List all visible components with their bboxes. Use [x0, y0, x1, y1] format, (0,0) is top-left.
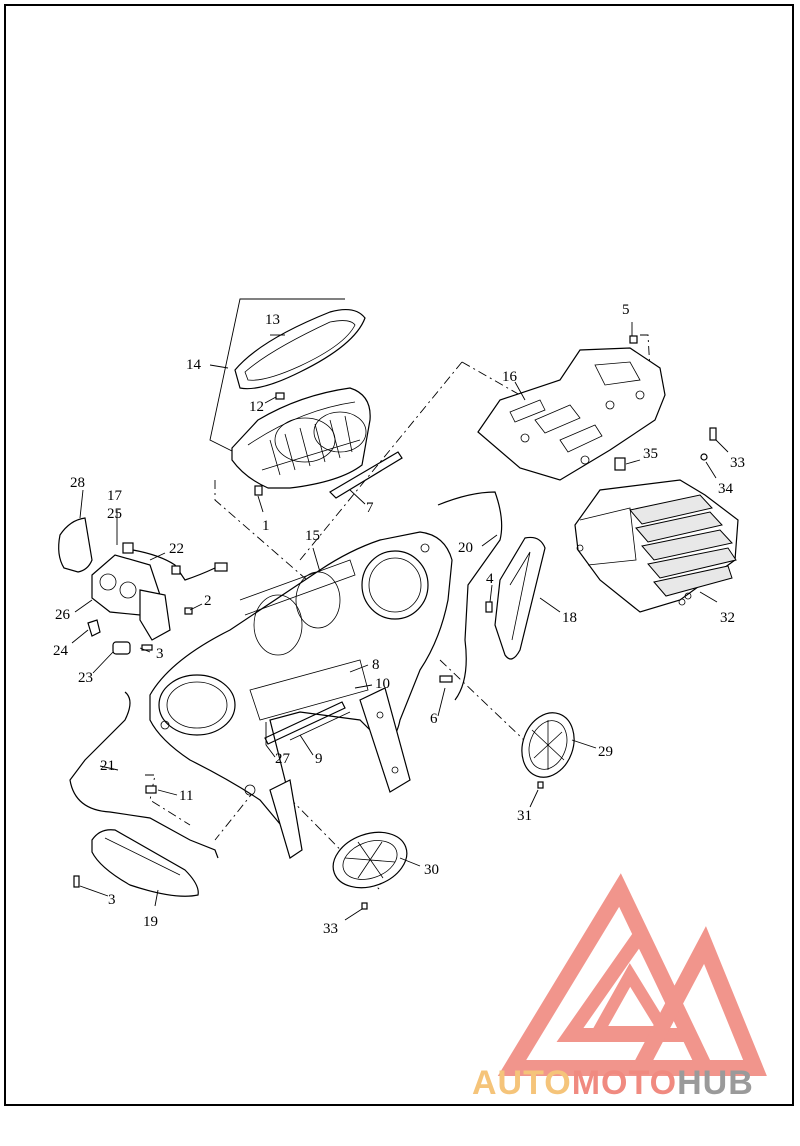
part-8-10-brackets — [359, 687, 411, 793]
part-4-screw — [485, 601, 493, 613]
callout-22: 22 — [169, 541, 184, 557]
part-2-screw — [184, 607, 193, 615]
part-9-strip — [264, 701, 346, 745]
callout-10: 10 — [375, 676, 390, 692]
part-15-inner-fairing — [149, 531, 453, 831]
callout-30: 30 — [424, 862, 439, 878]
callout-24: 24 — [53, 643, 69, 659]
part-34-washer — [700, 453, 708, 461]
part-18-side-panel — [494, 536, 546, 660]
callout-23: 23 — [78, 670, 93, 686]
logo-triangle-right — [626, 926, 767, 1076]
callout-33-bottom: 33 — [323, 921, 338, 937]
logo-auto: AUTO — [472, 1064, 572, 1102]
callout-4: 4 — [486, 571, 494, 587]
part-33-screw-top — [709, 427, 717, 441]
callout-9: 9 — [315, 751, 323, 767]
part-30-speaker-grille — [332, 831, 408, 889]
callout-20: 20 — [458, 540, 473, 556]
callout-13: 13 — [265, 312, 280, 328]
part-12-clip — [275, 392, 285, 400]
part-14-bracket — [209, 298, 345, 456]
callout-35: 35 — [643, 446, 658, 462]
part-7-strip — [329, 451, 403, 499]
callout-7: 7 — [366, 500, 374, 516]
part-29-speaker-grille — [521, 712, 575, 778]
part-22-wire-harness — [122, 542, 228, 581]
part-20-weatherstrip — [437, 491, 503, 701]
part-13-trim — [234, 308, 366, 390]
callout-27: 27 — [275, 751, 291, 767]
part-33-screw-bottom — [361, 902, 368, 910]
callout-31: 31 — [517, 808, 532, 824]
part-35-connector — [614, 457, 626, 471]
callout-26: 26 — [55, 607, 71, 623]
part-32-amplifier — [574, 479, 739, 613]
automotohub-watermark: AUTOMOTOHUB — [472, 873, 767, 1102]
callout-25: 25 — [107, 506, 122, 522]
callout-28: 28 — [70, 475, 85, 491]
part-1-screw — [254, 485, 263, 496]
callout-33-top: 33 — [730, 455, 745, 471]
logo-word-auto: AUTOMOTOHUB — [472, 1064, 754, 1102]
callout-3-lower: 3 — [108, 892, 116, 908]
callout-8: 8 — [372, 657, 380, 673]
callout-2: 2 — [204, 593, 212, 609]
callout-11: 11 — [179, 788, 193, 804]
part-24-clip — [87, 619, 101, 637]
part-16-plate — [477, 347, 666, 481]
part-26-gauge-assembly — [91, 554, 171, 641]
part-31-screw — [537, 781, 544, 789]
callout-21: 21 — [100, 758, 115, 774]
callout-15: 15 — [305, 528, 320, 544]
callout-6: 6 — [430, 711, 438, 727]
callout-19: 19 — [143, 914, 158, 930]
diagram-border — [4, 4, 794, 1106]
callout-29: 29 — [598, 744, 613, 760]
callout-12: 12 — [249, 399, 264, 415]
part-5-screw — [629, 335, 638, 344]
lower-bracket — [269, 779, 303, 859]
callout-34: 34 — [718, 481, 734, 497]
part-21-weatherstrip — [69, 691, 219, 859]
callout-1: 1 — [262, 518, 270, 534]
part-19-lower-trim — [91, 829, 199, 897]
callout-14: 14 — [186, 357, 202, 373]
logo-mark — [497, 873, 767, 1076]
logo-hub: HUB — [677, 1064, 754, 1102]
callout-3-upper: 3 — [156, 646, 164, 662]
logo-moto: MOTO — [572, 1064, 677, 1102]
callout-32: 32 — [720, 610, 735, 626]
part-11-screw — [145, 785, 157, 794]
part-23-bulb — [112, 641, 131, 655]
part-28-cover — [58, 517, 93, 573]
logo-triangle-mid — [587, 963, 676, 1038]
leader-lines — [71, 322, 729, 921]
part-3-screw-upper — [141, 644, 153, 651]
callout-16: 16 — [502, 369, 518, 385]
callout-17: 17 — [107, 488, 123, 504]
callout-5: 5 — [622, 302, 630, 318]
part-6-screw — [439, 675, 453, 683]
part-3-screw-lower — [73, 875, 80, 888]
callout-labels: 1 2 3 3 4 5 6 7 8 9 10 11 12 13 14 15 16… — [53, 302, 745, 937]
callout-18: 18 — [562, 610, 577, 626]
part-14-vent-housing — [231, 387, 371, 489]
